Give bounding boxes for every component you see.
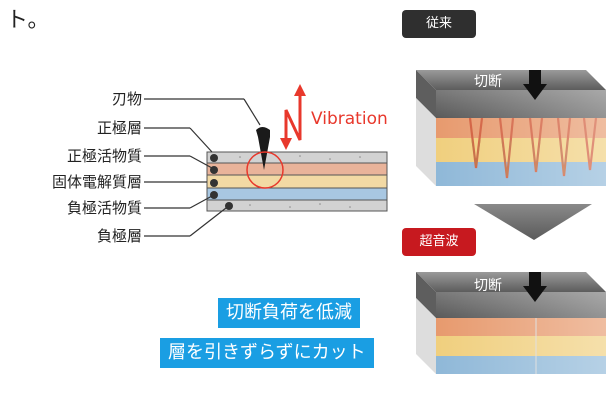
electrolyte-layer	[206, 174, 388, 189]
ultrasonic-tag: 超音波	[402, 228, 476, 256]
label-electrolyte-layer: 固体電解質層	[52, 173, 142, 191]
cathode-active-layer	[206, 162, 388, 176]
vibration-label: Vibration	[311, 109, 388, 129]
cut-point-highlight	[246, 151, 284, 189]
label-cathode-layer: 正極層	[97, 119, 142, 137]
label-leader-lines	[144, 98, 261, 237]
caption-reduce-load: 切断負荷を低減	[218, 298, 360, 328]
transition-arrow-icon	[474, 204, 592, 240]
blade-icon	[256, 127, 270, 170]
label-cathode-active: 正極活物質	[67, 147, 142, 165]
ultrasonic-block-illustration	[416, 272, 606, 374]
vibration-arrow-icon	[280, 84, 306, 150]
label-anode-layer: 負極層	[97, 227, 142, 245]
anode-active-layer	[206, 187, 388, 201]
layer-stack-cross-section	[206, 151, 388, 212]
cut-label-bottom: 切断	[474, 278, 502, 294]
label-anode-active: 負極活物質	[67, 199, 142, 217]
cut-arrow-bottom-icon	[523, 272, 547, 302]
anode-layer	[206, 199, 388, 212]
caption-cut-without-dragging: 層を引きずらずにカット	[160, 338, 374, 368]
top-text-fragment: ト。	[6, 8, 50, 33]
conventional-tag: 従来	[402, 10, 476, 38]
cut-label-top: 切断	[474, 74, 502, 90]
cut-arrow-top-icon	[523, 70, 547, 100]
conventional-block-illustration	[416, 70, 606, 186]
label-blade: 刃物	[112, 90, 142, 108]
